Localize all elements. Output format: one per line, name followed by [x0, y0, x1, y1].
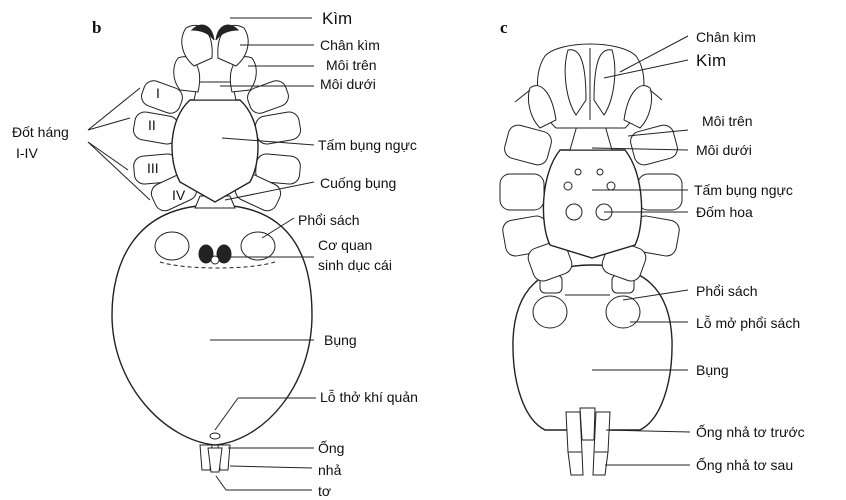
label-moi-duoi-c: Môi dưới — [696, 142, 752, 158]
label-dot-hang-range: I-IV — [16, 145, 38, 161]
book-lung-right-b — [241, 232, 275, 260]
book-lung-left-c — [533, 296, 567, 328]
label-lo-tho-b: Lỗ thở khí quản — [320, 389, 418, 405]
panel-c-letter: c — [500, 18, 508, 37]
label-co-quan-b: Cơ quan — [318, 237, 372, 253]
label-bung-c: Bụng — [696, 362, 729, 378]
panel-b-letter: b — [92, 18, 101, 37]
label-dot-hang: Đốt háng — [12, 124, 69, 140]
label-tam-bung-nguc-b: Tấm bụng ngực — [318, 137, 417, 153]
coxa-numeral-IV: IV — [172, 187, 186, 203]
abdomen-b — [112, 205, 312, 445]
label-moi-tren-c: Môi trên — [702, 113, 753, 129]
label-kim-c: Kìm — [696, 51, 726, 70]
spinnerets-b — [200, 445, 230, 472]
coxa-2-right-c — [638, 174, 682, 210]
label-to-b: tơ — [318, 483, 331, 499]
label-bung-b: Bụng — [324, 332, 357, 348]
coxa-1-left-c — [502, 123, 553, 167]
label-ong-b: Ống — [318, 439, 344, 456]
label-phoi-sach-c: Phổi sách — [696, 283, 757, 299]
panel-c: c — [500, 18, 805, 475]
coxa-1-right-c — [628, 123, 679, 167]
coxa-numeral-III: III — [147, 160, 159, 176]
tracheal-spiracle-b — [210, 433, 220, 439]
panel-b: b — [12, 9, 418, 499]
label-nha-b: nhả — [318, 462, 342, 478]
label-phoi-sach-b: Phổi sách — [298, 212, 359, 228]
label-moi-duoi-b: Môi dưới — [320, 76, 376, 92]
book-lung-right-c — [606, 296, 640, 328]
label-moi-tren-b: Môi trên — [326, 57, 377, 73]
label-ong-sau-c: Ống nhả tơ sau — [696, 456, 793, 473]
label-chan-kim-c: Chân kìm — [696, 29, 756, 45]
spinnerets-c — [566, 408, 610, 475]
palp-left-c — [515, 90, 530, 102]
label-chan-kim-b: Chân kìm — [320, 37, 380, 53]
sternum-c — [543, 150, 641, 258]
label-ong-truoc-c: Ống nhả tơ trước — [696, 423, 805, 440]
labium-b — [194, 82, 236, 100]
abdomen-c — [513, 265, 672, 430]
label-lo-mo-phoi-sach-c: Lỗ mở phổi sách — [696, 315, 800, 331]
label-tam-bung-nguc-c: Tấm bụng ngực — [694, 182, 793, 198]
label-dom-hoa-c: Đốm hoa — [696, 204, 753, 220]
coxa-II-right-b — [254, 110, 302, 145]
coxa-numeral-II: II — [148, 117, 156, 133]
coxa-numeral-I: I — [156, 85, 160, 101]
coxa-2-left-c — [500, 174, 544, 210]
label-cuong-bung-b: Cuống bụng — [320, 175, 396, 191]
book-lung-left-b — [155, 232, 189, 260]
label-kim-b: Kìm — [322, 9, 352, 28]
label-sinh-duc-cai-b: sinh dục cái — [318, 257, 392, 273]
